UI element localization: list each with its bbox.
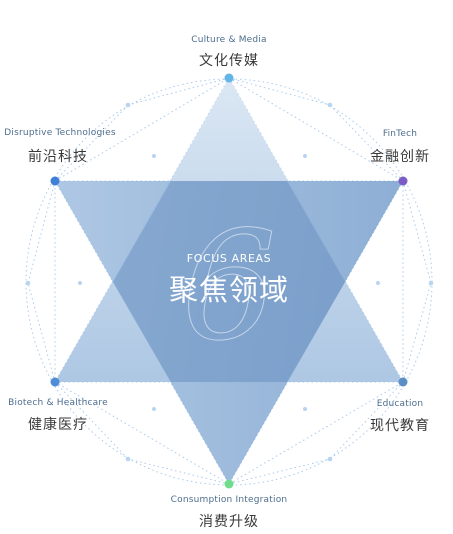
label-disruptive-cn: 前沿科技	[28, 149, 88, 165]
node-biotech	[50, 377, 60, 387]
label-consumption-en: Consumption Integration	[170, 495, 288, 505]
node-consumption	[224, 479, 234, 489]
center-numeral: 6	[181, 200, 276, 374]
circle-node-dots	[25, 102, 434, 462]
node-culture-media	[224, 73, 234, 83]
label-education-cn: 现代教育	[370, 418, 430, 434]
label-education-en: Education	[376, 399, 424, 409]
node-disruptive	[50, 176, 60, 186]
vertex-nodes	[50, 73, 408, 489]
label-biotech-cn: 健康医疗	[28, 417, 88, 433]
label-consumption-cn: 消费升级	[199, 514, 259, 530]
overlap-hexagon	[113, 181, 345, 382]
label-biotech-en: Biotech & Healthcare	[8, 398, 108, 408]
node-education	[398, 377, 408, 387]
center-title-en: FOCUS AREAS	[186, 252, 272, 265]
label-fintech-en: FinTech	[382, 129, 418, 139]
label-culture-media-en: Culture & Media	[191, 35, 267, 45]
center-title-cn: 聚焦领域	[168, 273, 289, 307]
label-culture-media-cn: 文化传媒	[199, 53, 259, 69]
node-fintech	[398, 176, 408, 186]
label-fintech-cn: 金融创新	[370, 149, 430, 165]
label-disruptive-en: Disruptive Technologies	[4, 128, 116, 138]
dotted-connections	[27, 77, 432, 485]
